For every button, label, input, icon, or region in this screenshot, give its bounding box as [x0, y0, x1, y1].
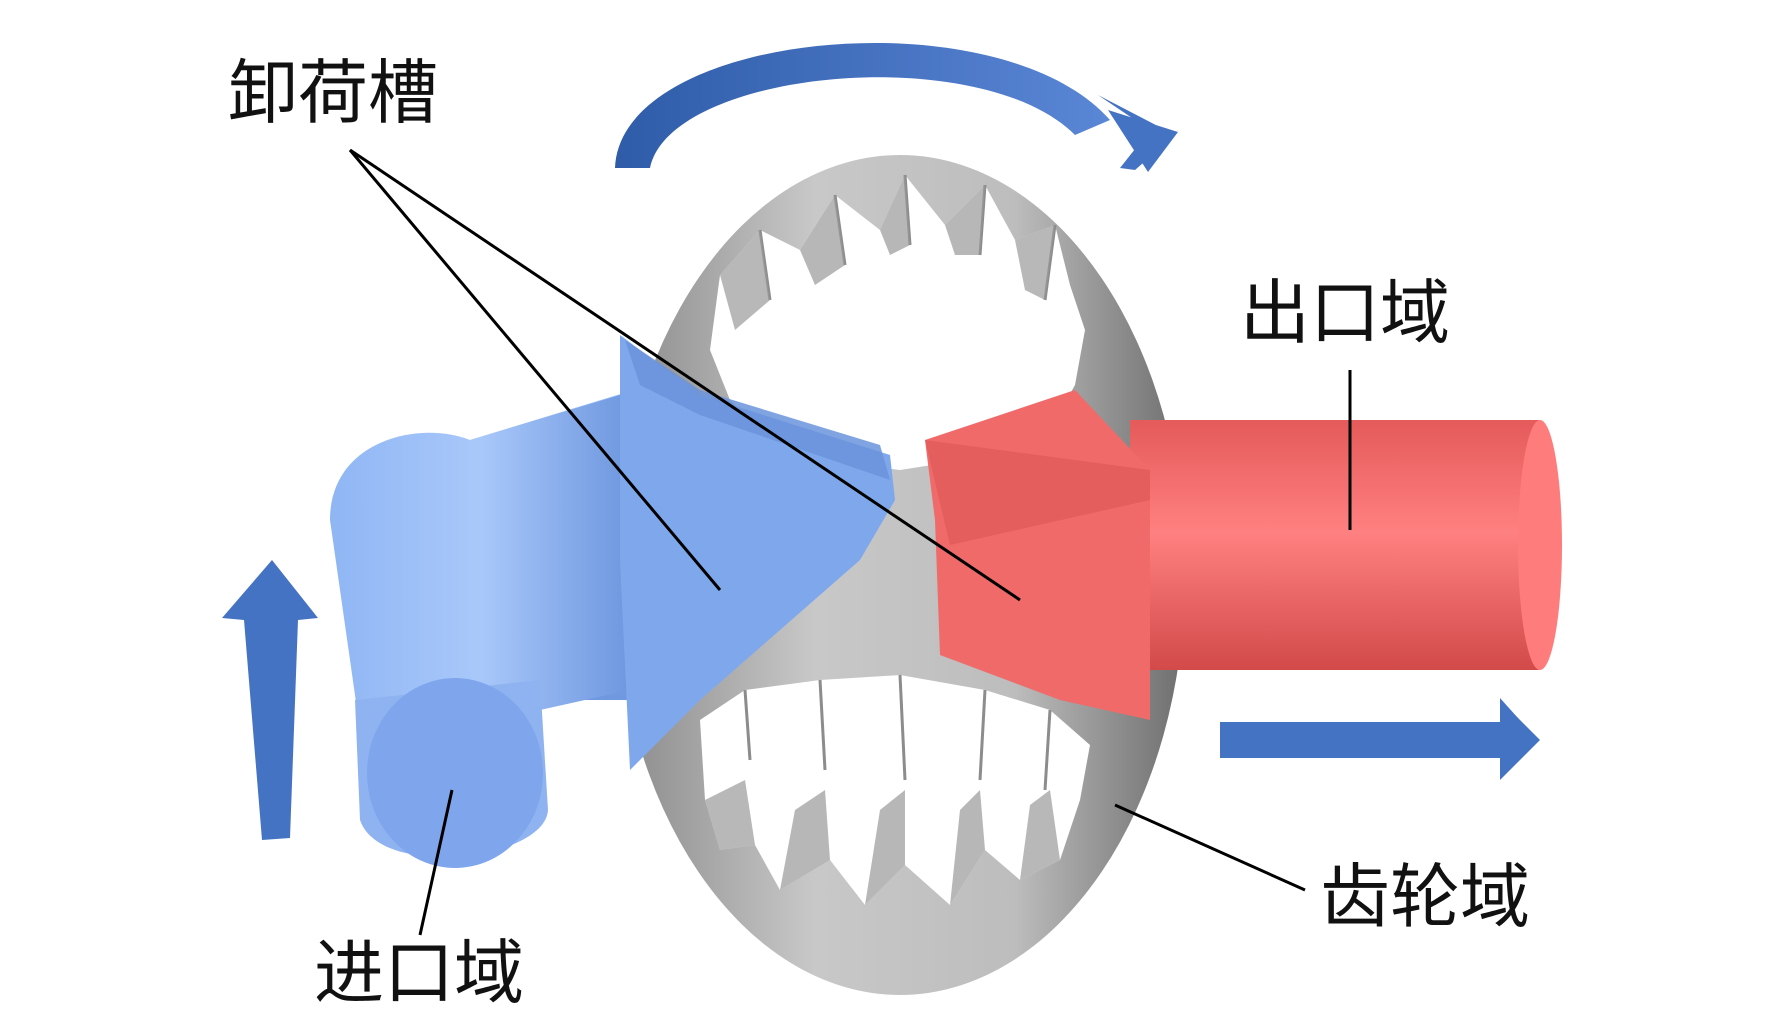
rotation-arrow-icon — [615, 42, 1178, 172]
relief-groove-label: 卸荷槽 — [228, 52, 438, 134]
gear-domain-label: 齿轮域 — [1320, 856, 1530, 938]
inlet-pipe-end-cap — [367, 678, 543, 868]
leader-inlet — [418, 789, 454, 936]
inlet-domain — [330, 335, 895, 868]
inflow-arrow-icon — [222, 560, 318, 840]
leader-lines — [348, 148, 1352, 936]
outflow-arrow-icon — [1220, 698, 1540, 780]
leader-relief-to-outlet-groove — [349, 148, 1021, 602]
outlet-pipe-end — [1518, 420, 1562, 670]
inlet-domain-label: 进口域 — [314, 932, 524, 1014]
leader-gear — [1114, 803, 1306, 892]
gear-domain-ring — [615, 155, 1185, 995]
outlet-domain-label: 出口域 — [1240, 272, 1450, 354]
leader-relief-to-inlet-groove — [348, 149, 722, 591]
outlet-domain — [925, 390, 1562, 720]
